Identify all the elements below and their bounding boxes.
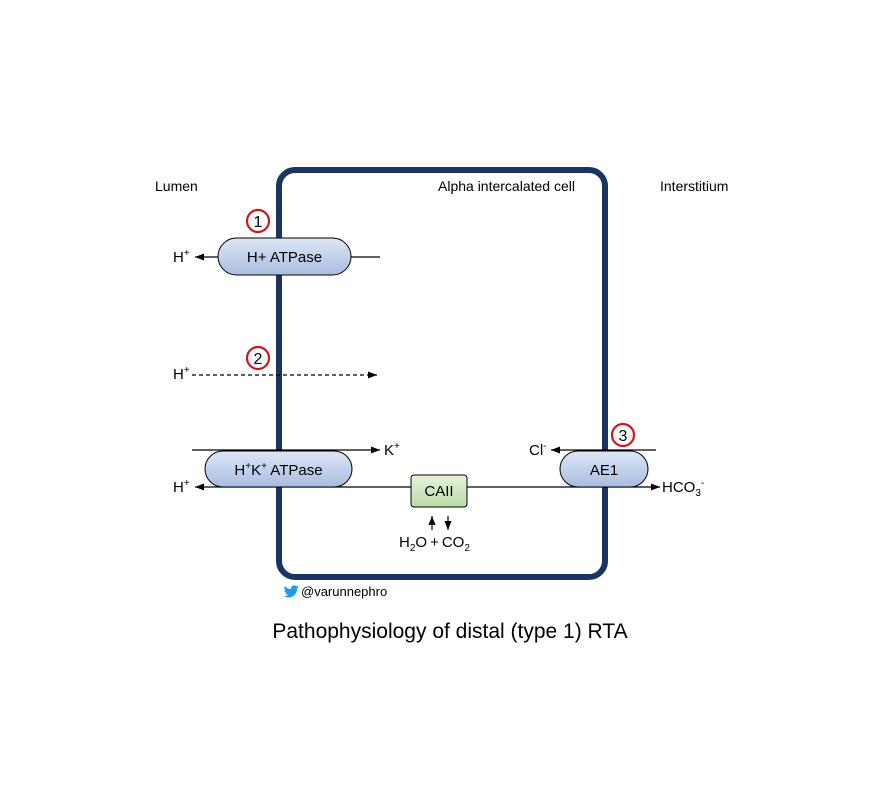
- h-atpase-label: H+ ATPase: [247, 249, 322, 266]
- marker-3: 3: [610, 422, 636, 448]
- cl-ion: Cl-: [529, 441, 547, 459]
- cell-membrane: [276, 167, 608, 580]
- h2o-co2-reaction: H2O+CO2: [399, 534, 470, 554]
- ae1-label: AE1: [590, 462, 618, 479]
- ae1-transporter: [559, 450, 649, 488]
- h-ion-lumen-2: H+: [173, 365, 190, 383]
- svg-text:1: 1: [254, 214, 263, 231]
- marker-1: 1: [245, 208, 271, 234]
- credit: @varunnephro: [283, 584, 387, 599]
- cell-label: Alpha intercalated cell: [438, 178, 575, 194]
- lumen-label: Lumen: [155, 178, 198, 194]
- h-ion-lumen-1: H+: [173, 248, 190, 266]
- svg-text:2: 2: [254, 351, 263, 368]
- interstitium-label: Interstitium: [660, 178, 728, 194]
- twitter-bird-icon: [283, 585, 299, 598]
- hk-atpase-label: H+K+ ATPase: [234, 461, 322, 479]
- svg-text:3: 3: [619, 428, 628, 445]
- marker-2: 2: [245, 345, 271, 371]
- caii-enzyme: [410, 474, 468, 508]
- figure-caption: Pathophysiology of distal (type 1) RTA: [272, 620, 627, 643]
- hk-atpase-transporter: [204, 450, 353, 488]
- h-ion-lumen-3: H+: [173, 478, 190, 496]
- caii-label: CAII: [424, 483, 453, 500]
- credit-handle: @varunnephro: [301, 584, 387, 599]
- h-atpase-transporter: [217, 237, 352, 276]
- hco3-ion: HCO3-: [662, 478, 704, 499]
- k-ion: K+: [384, 441, 400, 459]
